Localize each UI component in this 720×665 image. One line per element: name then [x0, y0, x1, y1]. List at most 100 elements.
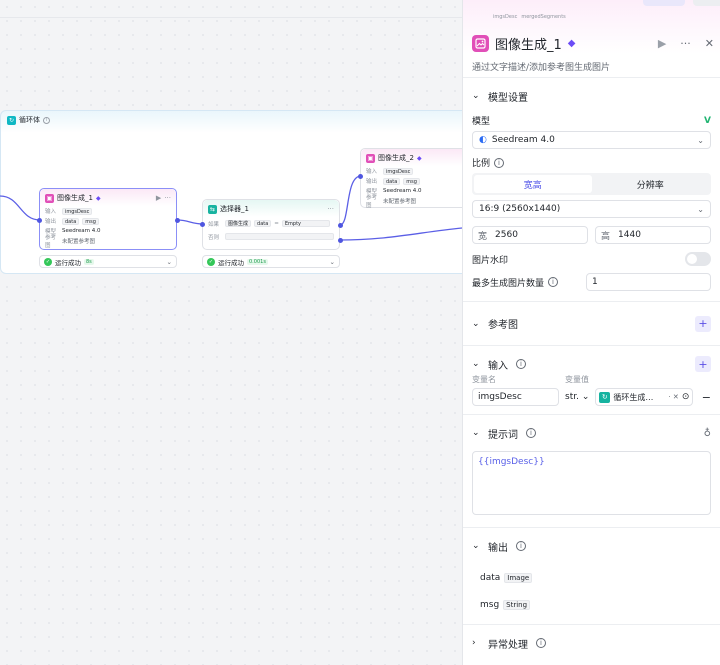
gem-icon: ◆ — [567, 38, 576, 49]
lightbulb-icon[interactable]: ♁ — [703, 427, 711, 439]
more-icon[interactable]: ··· — [680, 37, 691, 50]
section-header[interactable]: ⌄ 参考图 + — [472, 302, 711, 345]
model-logo-icon: ◐ — [479, 135, 487, 145]
section-header[interactable]: ⌄ 提示词 i ♁ — [472, 415, 711, 451]
toolbar-button[interactable] — [643, 0, 685, 6]
width-value: 2560 — [495, 230, 518, 240]
ratio-mode-tabs: 宽高 分辨率 — [472, 173, 711, 195]
width-input[interactable]: 宽 2560 — [472, 226, 588, 244]
clear-icon[interactable]: · ✕ — [668, 393, 679, 401]
input-section: ⌄ 输入 i + 变量名 变量值 imgsDesc str. ⌄ ↻ 循环生成…… — [463, 346, 720, 415]
output-name: data — [480, 572, 501, 583]
chevron-down-icon: ⌄ — [697, 135, 704, 145]
height-prefix: 高 — [601, 231, 611, 242]
watermark-toggle[interactable] — [685, 252, 711, 266]
clock-icon[interactable]: ⊙ — [681, 392, 690, 402]
col-var-value: 变量值 — [565, 375, 589, 384]
model-select[interactable]: ◐ Seedream 4.0 ⌄ — [472, 131, 711, 149]
output-port-if[interactable] — [338, 223, 343, 228]
tab-resolution[interactable]: 分辨率 — [636, 180, 664, 191]
height-value: 1440 — [618, 230, 641, 240]
run-status-2[interactable]: ✓ 运行成功 0.001s ⌄ — [202, 255, 340, 268]
model-label: 模型 — [45, 229, 57, 235]
operator: = — [274, 220, 279, 227]
info-icon[interactable]: i — [43, 116, 50, 124]
info-icon[interactable]: i — [516, 541, 526, 551]
chevron-down-icon: ⌄ — [166, 257, 172, 266]
section-header[interactable]: ⌄ 输出 i — [472, 528, 711, 564]
add-input-button[interactable]: + — [695, 356, 711, 372]
info-icon[interactable]: i — [516, 359, 526, 369]
remove-input-button[interactable]: − — [701, 390, 711, 404]
run-icon[interactable]: ▶ — [657, 37, 667, 50]
output-chip: data — [383, 177, 401, 185]
section-header[interactable]: ⌄ 模型设置 — [472, 78, 711, 114]
image-icon: ▣ — [366, 153, 375, 163]
more-icon[interactable]: ··· — [164, 194, 171, 202]
section-title: 异常处理 — [488, 639, 528, 651]
info-icon[interactable]: i — [536, 638, 546, 648]
more-icon[interactable]: ··· — [327, 205, 334, 213]
selector-node-1[interactable]: ⇆ 选择器_1 ··· 如果 图像生成 data = Empty 否则 — [202, 199, 340, 250]
selector-icon: ⇆ — [208, 204, 217, 214]
output-label: 输出 — [45, 219, 57, 225]
node-title: 选择器_1 — [220, 205, 249, 213]
input-var-chip: imgsDesc — [62, 207, 93, 215]
output-port-else[interactable] — [338, 238, 343, 243]
info-icon[interactable]: i — [526, 428, 536, 438]
output-row: data Image — [472, 564, 711, 591]
toolbar-button[interactable] — [693, 0, 720, 6]
node-config-panel: imgsDesc mergedSegments 图像生成_1 ◆ ▶ ··· ✕… — [462, 0, 720, 665]
crumb: mergedSegments — [521, 14, 566, 20]
height-input[interactable]: 高 1440 — [595, 226, 711, 244]
section-header[interactable]: ⌄ 输入 i + — [472, 346, 711, 382]
prompt-editor[interactable]: {{imgsDesc}} — [472, 451, 711, 515]
input-port[interactable] — [358, 174, 363, 179]
run-status-1[interactable]: ✓ 运行成功 8s ⌄ — [39, 255, 177, 268]
input-port[interactable] — [37, 218, 42, 223]
check-icon: ✓ — [207, 257, 215, 266]
model-value: Seedream 4.0 — [491, 135, 555, 145]
width-prefix: 宽 — [478, 231, 488, 242]
section-header[interactable]: › 异常处理 i — [472, 625, 711, 661]
var-name-input[interactable]: imgsDesc — [472, 388, 559, 406]
model-value: Seedream 4.0 — [383, 188, 422, 194]
tab-width-height[interactable]: 宽高 — [474, 175, 592, 193]
var-ref-field[interactable]: ↻ 循环生成… · ✕ ⊙ — [595, 388, 694, 406]
var-type-select[interactable]: str. ⌄ — [565, 392, 590, 402]
input-port[interactable] — [200, 222, 205, 227]
output-name: msg — [480, 599, 500, 610]
close-icon[interactable]: ✕ — [704, 37, 714, 50]
node-title: 图像生成_2 — [378, 154, 414, 162]
add-reference-button[interactable]: + — [695, 315, 711, 332]
else-label: 否则 — [208, 234, 220, 241]
chevron-down-icon: ⌄ — [472, 428, 480, 438]
run-icon[interactable]: ▶ — [155, 194, 162, 202]
node-description[interactable]: 通过文字描述/添加参考图生成图片 — [472, 63, 611, 73]
max-count-value: 1 — [592, 277, 598, 287]
loop-icon: ↻ — [7, 115, 16, 125]
output-row: msg String — [472, 591, 711, 618]
var-ref: 循环生成… — [613, 392, 654, 402]
watermark-label: 图片水印 — [472, 255, 509, 266]
info-icon[interactable]: i — [494, 157, 505, 168]
chevron-down-icon: ⌄ — [472, 541, 480, 551]
model-label: 模型 — [366, 189, 378, 195]
node-title: 图像生成_1 — [57, 194, 93, 202]
ref-label: 参考图 — [366, 195, 378, 209]
output-port[interactable] — [175, 218, 180, 223]
page-title[interactable]: 图像生成_1 — [495, 38, 562, 53]
output-type-badge: String — [503, 599, 531, 610]
chevron-down-icon: ⌄ — [329, 257, 335, 266]
output-chip: msg — [82, 217, 99, 225]
cond-field: data — [254, 220, 272, 227]
input-label: 输入 — [45, 209, 57, 215]
ratio-select[interactable]: 16:9 (2560x1440) ⌄ — [472, 200, 711, 218]
info-icon[interactable]: i — [548, 277, 559, 287]
max-count-input[interactable]: 1 — [586, 273, 711, 291]
